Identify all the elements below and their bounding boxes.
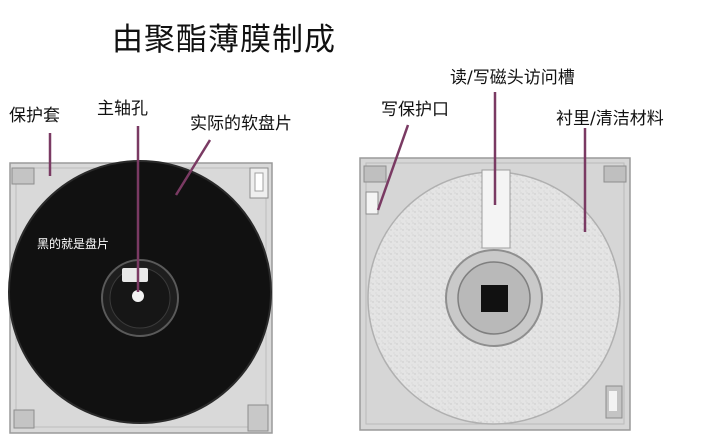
callout-write-protect [376, 124, 410, 211]
spindle-drive-square [481, 285, 508, 312]
label-black-note: 黑的就是盘片 [37, 237, 110, 251]
label-disk: 实际的软盘片 [190, 114, 292, 134]
write-protect-notch [365, 191, 379, 215]
index-slot [122, 268, 148, 282]
label-head-slot: 读/写磁头访问槽 [450, 68, 575, 88]
callout-disk [174, 139, 212, 196]
left-floppy [8, 160, 273, 434]
label-spindle-hole: 主轴孔 [97, 99, 148, 119]
diagram-title: 由聚酯薄膜制成 [112, 22, 336, 58]
label-jacket: 保护套 [9, 106, 60, 126]
label-liner: 衬里/清洁材料 [556, 109, 664, 129]
label-write-protect: 写保护口 [381, 100, 449, 120]
callout-lines [48, 92, 587, 292]
spindle-hole [132, 290, 144, 302]
